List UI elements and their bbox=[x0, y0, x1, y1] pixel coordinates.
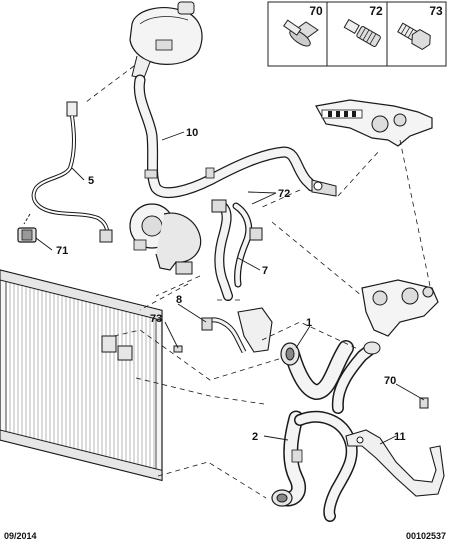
svg-text:73: 73 bbox=[429, 4, 443, 18]
bracket-8 bbox=[201, 307, 273, 354]
bolt-70 bbox=[419, 397, 429, 409]
callout-2: 2 bbox=[252, 431, 258, 443]
hex-bolt-icon: 73 bbox=[397, 4, 443, 51]
callout-labels: 10 5 72 71 7 8 73 1 70 2 11 bbox=[56, 127, 406, 443]
outlet-housing bbox=[361, 279, 439, 337]
dashed-leader-lines bbox=[85, 65, 431, 499]
callout-71: 71 bbox=[56, 245, 68, 257]
hose-2 bbox=[271, 410, 358, 522]
svg-text:70: 70 bbox=[309, 4, 323, 18]
hose-10 bbox=[133, 74, 337, 198]
hose-1 bbox=[280, 340, 381, 414]
svg-text:72: 72 bbox=[369, 4, 383, 18]
callout-leaders bbox=[35, 131, 425, 445]
callout-11: 11 bbox=[394, 431, 406, 443]
callout-72: 72 bbox=[278, 188, 290, 200]
callout-8: 8 bbox=[176, 294, 182, 306]
thermostat-housing bbox=[315, 99, 433, 147]
socket-screw-icon: 72 bbox=[343, 4, 383, 47]
turbocharger bbox=[129, 203, 202, 275]
bracket-11 bbox=[345, 429, 445, 497]
sensor-71 bbox=[17, 213, 37, 243]
fastener-legend: 70 72 73 bbox=[267, 1, 447, 67]
bolt-73 bbox=[173, 345, 183, 353]
callout-73: 73 bbox=[150, 313, 162, 325]
footer-date: 09/2014 bbox=[4, 531, 37, 541]
radiator bbox=[0, 269, 163, 482]
flange-bolt-icon: 70 bbox=[283, 4, 323, 47]
callout-10: 10 bbox=[186, 127, 198, 139]
sensor-wire-5 bbox=[31, 101, 113, 243]
pipe-7 bbox=[211, 199, 263, 301]
callout-7: 7 bbox=[262, 265, 268, 277]
expansion-tank bbox=[129, 1, 203, 79]
footer-ref: 00102537 bbox=[405, 531, 446, 541]
callout-70: 70 bbox=[384, 375, 396, 387]
callout-1: 1 bbox=[306, 317, 312, 329]
callout-5: 5 bbox=[88, 175, 94, 187]
